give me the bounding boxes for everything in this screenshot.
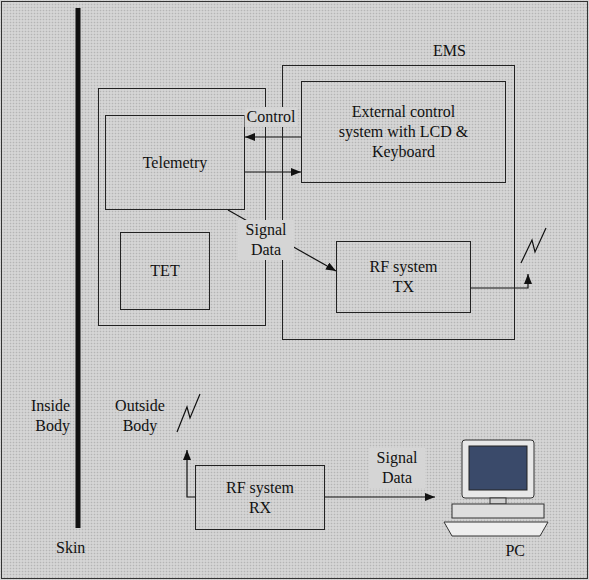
implant-housing — [99, 89, 266, 326]
side-label: Outside Body — [108, 396, 172, 436]
signal-arrow — [245, 136, 301, 137]
signal-arrow — [325, 496, 435, 497]
edge-label: Signal Data — [369, 448, 425, 488]
rf-wave-symbol — [177, 394, 200, 432]
node-text: Telemetry — [143, 153, 208, 173]
antenna-feed — [470, 274, 528, 288]
rf-wave-symbol — [521, 228, 546, 263]
computer-node: PC — [435, 435, 550, 565]
side-label: Inside Body — [14, 396, 70, 436]
process-box: External control system with LCD & Keybo… — [301, 81, 506, 183]
node-text: TET — [150, 261, 179, 281]
side-label: Skin — [56, 538, 85, 558]
computer-case — [452, 504, 544, 518]
keyboard — [444, 522, 548, 536]
node-text: External control system with LCD & Keybo… — [339, 102, 469, 162]
signal-arrow — [245, 171, 301, 172]
process-box: TET — [120, 232, 210, 310]
edge-label: Signal Data — [238, 220, 294, 260]
screen — [469, 446, 527, 490]
monitor — [462, 440, 534, 498]
group-heading: EMS — [433, 41, 466, 61]
group-box: EMSExternal control system with LCD & Ke… — [282, 65, 515, 340]
node-text: RF system RX — [220, 478, 300, 518]
skin-line — [76, 8, 81, 528]
edge-label: Control — [245, 107, 298, 127]
node-text: PC — [505, 541, 525, 561]
process-box: RF system TX — [336, 241, 471, 313]
process-box: RF system RX — [195, 465, 325, 530]
computer-icon — [444, 440, 548, 536]
monitor-stand — [490, 498, 506, 504]
antenna-feed — [187, 450, 195, 497]
node-text: RF system TX — [364, 257, 444, 297]
process-box: Telemetry — [105, 115, 245, 210]
